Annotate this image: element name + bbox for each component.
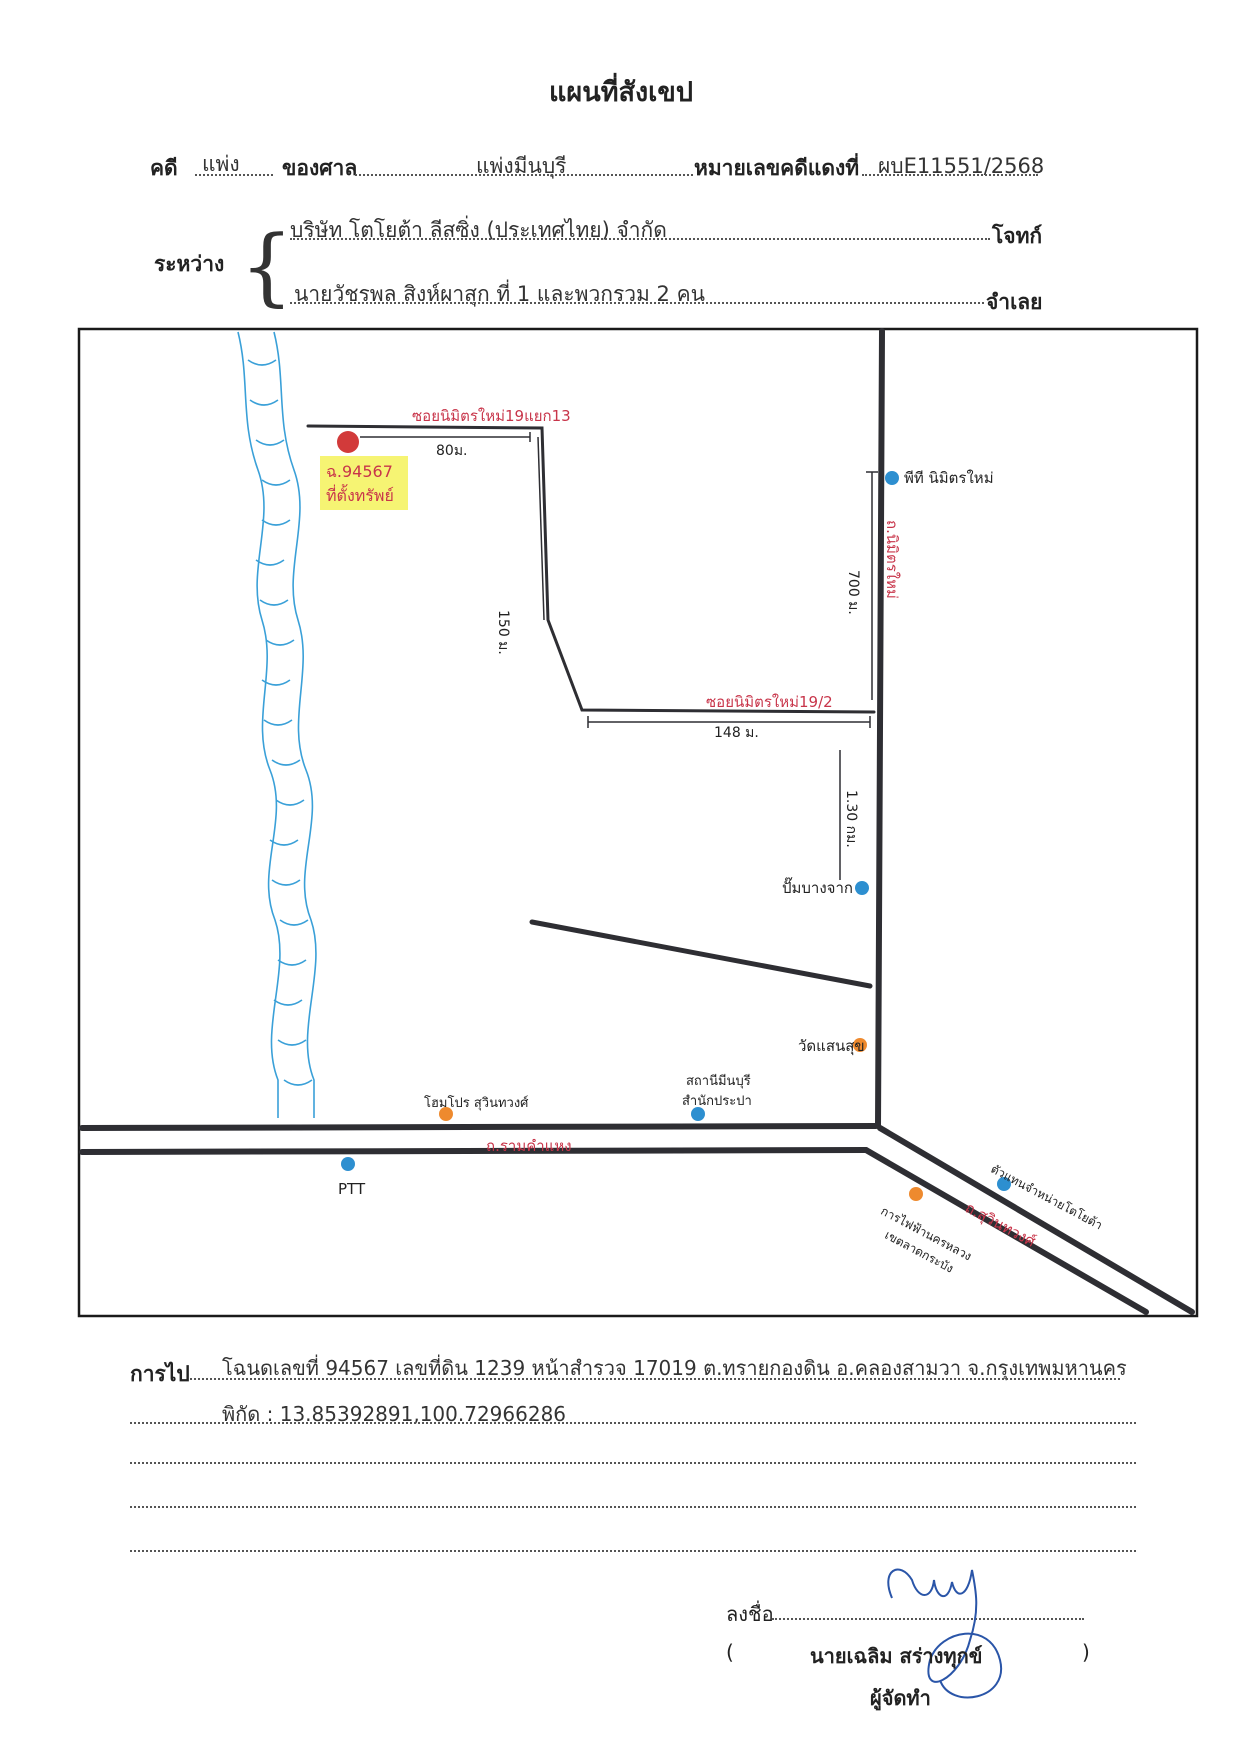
directions-label: การไป [130, 1362, 190, 1386]
dimension-lines [360, 432, 878, 880]
roads [79, 328, 1195, 1315]
road-suwinthawong-north [877, 1125, 1195, 1315]
directions-dots-1 [190, 1378, 1120, 1380]
road-nimitmai [875, 328, 885, 1129]
plaintiff-role: โจทก์ [992, 224, 1043, 248]
label-soi-mid: ซอยนิมิตรใหม่19/2 [706, 693, 833, 711]
case-type-dots [195, 174, 273, 176]
label-homepro: โฮมโปร สุวินทวงศ์ [424, 1096, 529, 1111]
road-ramkhamhaeng-north [79, 1123, 879, 1131]
dot-wat-saensuk [853, 1038, 867, 1052]
red-case-label: หมายเลขคดีแดงที่ [694, 156, 860, 180]
red-case-dots [862, 174, 1038, 176]
label-wat-saensuk: วัดแสนสุข [798, 1037, 865, 1055]
court-name-dots [355, 174, 693, 176]
directions-dots-4 [130, 1506, 1136, 1508]
road-suwinthawong-south [863, 1147, 1149, 1315]
label-bangchak: ปั๊มบางจาก [782, 879, 853, 897]
plaintiff-dots [290, 238, 990, 240]
brace-glyph: { [240, 217, 294, 315]
side-road [529, 919, 873, 989]
map-border [77, 327, 1199, 1318]
soi-path [306, 424, 876, 714]
label-ptt: PTT [338, 1180, 366, 1198]
directions-dots-2 [130, 1422, 1136, 1424]
directions-dots-3 [130, 1462, 1136, 1464]
defendant-dots [290, 302, 984, 304]
case-label: คดี [150, 156, 178, 180]
dot-homepro [439, 1107, 453, 1121]
close-paren: ) [1082, 1640, 1090, 1664]
label-soi-top: ซอยนิมิตรใหม่19แยก13 [412, 407, 571, 425]
signer-name: นายเฉลิม สร่างทุกข์ [810, 1644, 983, 1668]
target-marker-dot [337, 431, 359, 453]
dot-mea [909, 1187, 923, 1201]
case-type: แพ่ง [202, 152, 240, 176]
between-label: ระหว่าง [154, 252, 225, 276]
landmark-dots [341, 471, 1011, 1201]
road-ramkhamhaeng-south [79, 1147, 869, 1155]
directions-line1: โฉนดเลขที่ 94567 เลขที่ดิน 1239 หน้าสำรว… [222, 1356, 1127, 1380]
open-paren: ( [726, 1640, 734, 1664]
label-pt-nimitmai: พีที นิมิตรใหม่ [904, 469, 994, 487]
dot-toyota-dealer [997, 1177, 1011, 1191]
label-target-line1: ฉ.94567 [326, 462, 393, 481]
label-dist-80: 80ม. [436, 443, 468, 459]
label-water-office: สำนักประปา [682, 1094, 752, 1109]
dot-pt-nimitmai [885, 471, 899, 485]
court-label: ของศาล [282, 156, 358, 180]
defendant-role: จำเลย [986, 290, 1043, 314]
target-highlight [320, 456, 408, 510]
canal-river [237, 331, 317, 1118]
label-road-ramkhamhaeng: ถ.รามคำแหง [486, 1137, 572, 1155]
signer-role: ผู้จัดทำ [870, 1686, 931, 1710]
directions-dots-5 [130, 1550, 1136, 1552]
sign-dots [772, 1618, 1084, 1620]
dot-minburi-station [691, 1107, 705, 1121]
dot-ptt [341, 1157, 355, 1171]
dot-bangchak [855, 881, 869, 895]
label-minburi-station: สถานีมีนบุรี [686, 1074, 751, 1089]
label-target-line2: ที่ตั้งทรัพย์ [326, 486, 394, 505]
label-dist-148: 148 ม. [714, 725, 759, 741]
page-title: แผนที่สังเขป [549, 77, 693, 108]
sign-label: ลงชื่อ [726, 1602, 774, 1626]
